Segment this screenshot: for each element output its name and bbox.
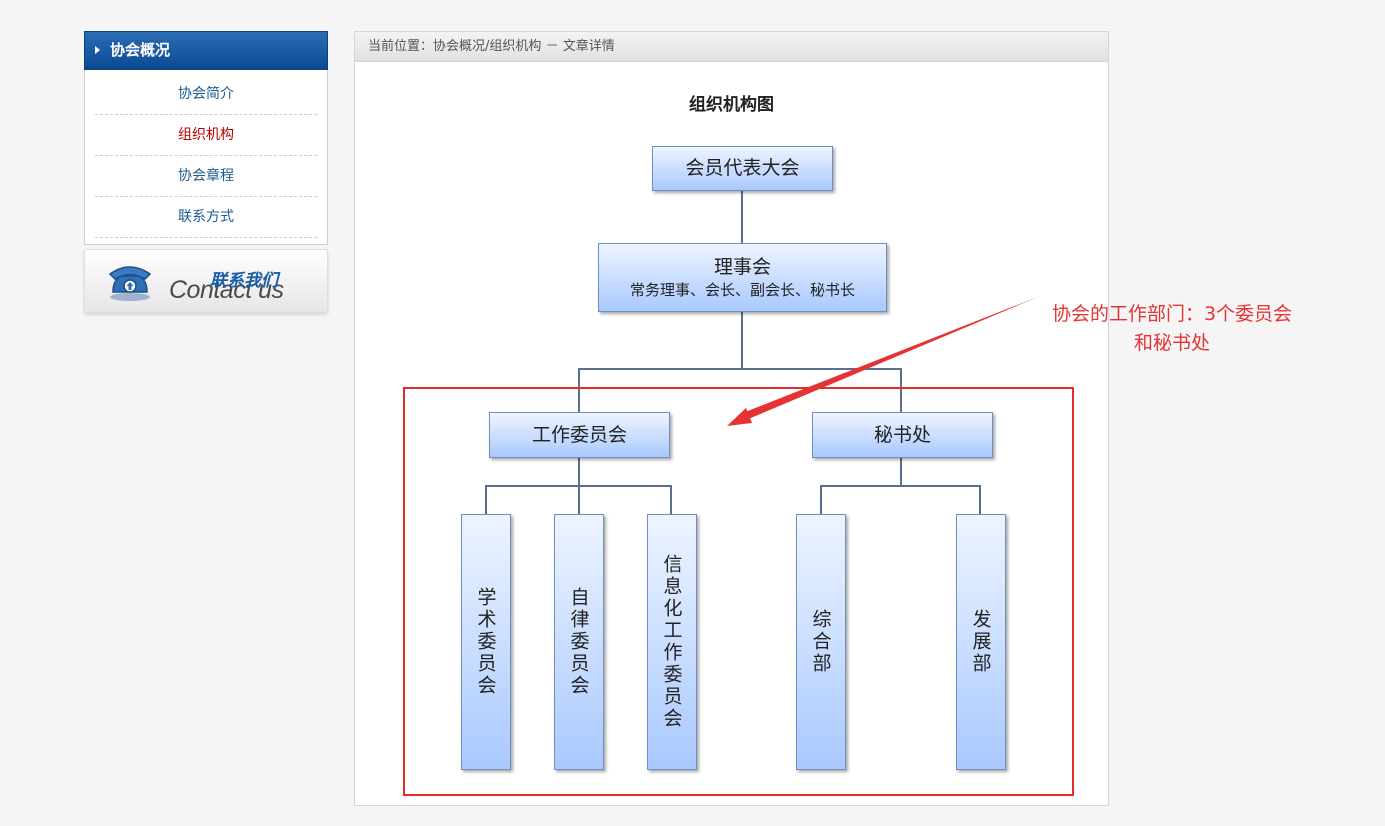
sidebar-title: 协会概况 — [110, 41, 171, 59]
org-node-label: 学术委员会 — [474, 587, 497, 697]
org-node-council: 理事会 常务理事、会长、副会长、秘书长 — [598, 243, 887, 312]
sidebar-item-intro[interactable]: 协会简介 — [95, 74, 317, 115]
sidebar-item-contact[interactable]: 联系方式 — [95, 197, 317, 238]
breadcrumb-tail: 文章详情 — [562, 39, 615, 54]
org-node-label: 综合部 — [809, 609, 832, 675]
connector-line — [820, 485, 822, 514]
org-node-secretariat: 秘书处 — [812, 412, 993, 458]
contact-chinese-label: 联系我们 — [210, 271, 278, 291]
org-node-label: 理事会 — [713, 256, 771, 278]
connector-line — [820, 485, 981, 487]
breadcrumb-separator: / — [485, 39, 490, 54]
org-node-assembly: 会员代表大会 — [652, 146, 833, 191]
org-node-label: 工作委员会 — [531, 424, 627, 446]
sidebar-item-organization[interactable]: 组织机构 — [95, 115, 317, 156]
org-node-development-dept: 发展部 — [956, 514, 1006, 770]
connector-line — [578, 368, 580, 412]
contact-english-label: Contact us — [169, 276, 284, 304]
org-node-label: 自律委员会 — [567, 587, 590, 697]
breadcrumb-link-overview[interactable]: 协会概况 — [433, 39, 486, 54]
phone-icon — [108, 266, 152, 301]
connector-line — [741, 190, 743, 243]
contact-us-banner[interactable]: Contact us 联系我们 — [84, 249, 328, 313]
triangle-right-icon — [95, 46, 100, 54]
breadcrumb-prefix: 当前位置： — [368, 39, 434, 54]
sidebar-header: 协会概况 — [84, 31, 328, 70]
annotation-text: 协会的工作部门：3个委员会 和秘书处 — [1022, 300, 1322, 358]
connector-line — [900, 368, 902, 412]
connector-line — [979, 485, 981, 514]
org-node-selfdiscipline-committee: 自律委员会 — [554, 514, 604, 770]
org-node-label: 会员代表大会 — [685, 157, 800, 179]
breadcrumb-link-organization[interactable]: 组织机构 — [489, 39, 542, 54]
connector-line — [578, 368, 902, 370]
org-node-academic-committee: 学术委员会 — [461, 514, 511, 770]
org-node-sublabel: 常务理事、会长、副会长、秘书长 — [629, 281, 855, 299]
connector-line — [670, 485, 672, 514]
sidebar: 协会概况 协会简介 组织机构 协会章程 联系方式 Contact us 联系我们 — [84, 31, 328, 313]
breadcrumb: 当前位置：协会概况/组织机构 － 文章详情 — [355, 32, 1108, 62]
org-node-label: 发展部 — [969, 609, 992, 675]
connector-line — [741, 312, 743, 368]
breadcrumb-separator: － — [541, 39, 563, 54]
annotation-line: 和秘书处 — [1133, 332, 1210, 354]
sidebar-menu: 协会简介 组织机构 协会章程 联系方式 — [84, 70, 328, 245]
connector-line — [485, 485, 487, 514]
sidebar-item-charter[interactable]: 协会章程 — [95, 156, 317, 197]
connector-line — [578, 457, 580, 486]
connector-line — [900, 457, 902, 486]
connector-line — [578, 485, 580, 514]
org-node-it-committee: 信息化工作委员会 — [647, 514, 697, 770]
org-node-general-dept: 综合部 — [796, 514, 846, 770]
highlight-frame — [403, 387, 1074, 796]
page-title: 组织机构图 — [689, 95, 774, 115]
org-node-label: 秘书处 — [873, 424, 931, 446]
annotation-line: 协会的工作部门：3个委员会 — [1051, 303, 1293, 325]
org-node-committee: 工作委员会 — [489, 412, 670, 458]
org-node-label: 信息化工作委员会 — [660, 554, 683, 730]
